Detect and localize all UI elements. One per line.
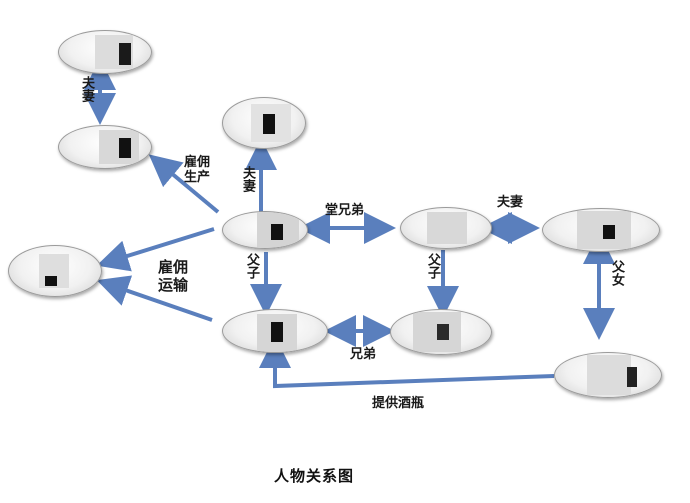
blurred-portrait-dark: [271, 322, 283, 342]
person-node-top-left: [58, 30, 152, 74]
label-couple-right: 夫妻: [497, 195, 524, 210]
arrow-hire-transport: [96, 275, 213, 322]
blurred-portrait: [427, 212, 467, 244]
blurred-portrait-dark: [627, 367, 637, 387]
person-node-center: [222, 211, 308, 249]
person-node-mid-lower: [390, 309, 492, 355]
blurred-portrait-dark: [437, 324, 449, 340]
blurred-portrait-dark: [603, 225, 615, 239]
diagram-title: 人物关系图: [274, 467, 355, 485]
label-couple-top: 夫妻: [79, 76, 94, 102]
blurred-portrait-dark: [119, 138, 131, 158]
label-brothers: 兄弟: [350, 347, 377, 362]
label-hire-produce: 雇佣生产: [184, 155, 211, 185]
arrow-hire-produce: [148, 154, 220, 214]
blurred-portrait-dark: [45, 276, 57, 286]
person-node-left-2: [58, 125, 152, 169]
label-couple-mid: 夫妻: [240, 166, 255, 192]
blurred-portrait: [587, 355, 631, 395]
blurred-portrait-dark: [263, 114, 275, 134]
blurred-portrait-dark: [271, 224, 283, 240]
label-hire-transport: 雇佣运输: [158, 258, 189, 294]
blurred-portrait-dark: [119, 43, 131, 65]
person-node-mid: [400, 207, 492, 249]
label-father-son-left: 父子: [244, 253, 259, 279]
label-father-daughter: 父女: [609, 260, 624, 286]
person-node-right: [542, 208, 660, 252]
label-father-son-mid: 父子: [425, 253, 440, 279]
label-cousins: 堂兄弟: [325, 203, 365, 218]
label-supply-wine: 提供酒瓶: [372, 396, 425, 411]
arrow-hire-to-left: [96, 227, 215, 272]
arrow-supply-wine: [259, 336, 555, 389]
person-node-center-lower: [222, 309, 328, 353]
person-node-top-center: [222, 97, 306, 149]
person-node-far-left: [8, 245, 102, 297]
person-node-bottom-right: [554, 352, 662, 398]
